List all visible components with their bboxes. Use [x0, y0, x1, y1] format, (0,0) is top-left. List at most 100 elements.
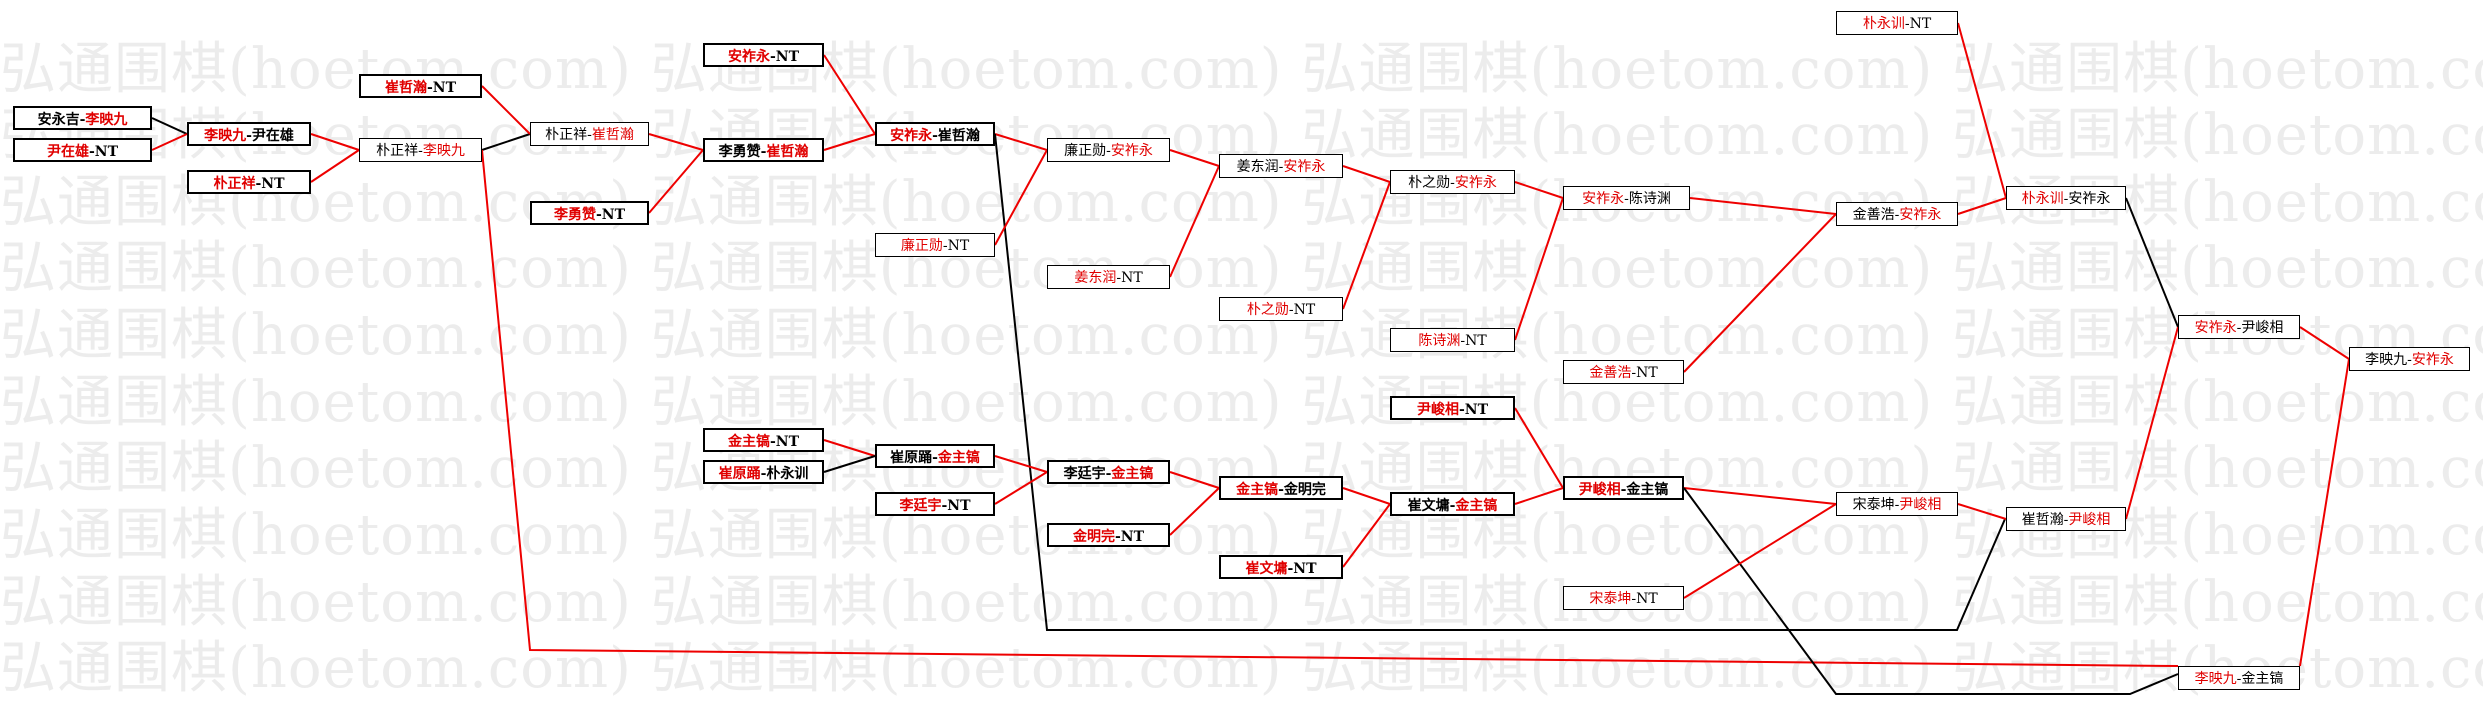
separator: - [418, 143, 423, 159]
bracket-line [1342, 487, 1391, 505]
separator: - [932, 450, 938, 466]
bracket-line [823, 54, 876, 135]
separator: - [587, 127, 592, 143]
match-box: 崔哲瀚-NT [359, 74, 482, 98]
bracket-line [2125, 326, 2179, 520]
match-box: 李勇赞-NT [530, 201, 649, 225]
separator: - [941, 498, 948, 514]
match-box: 姜东润-安祚永 [1219, 154, 1343, 178]
player-name: 崔原踊 [890, 450, 933, 466]
bracket-line [1514, 407, 1564, 489]
separator: - [1460, 333, 1466, 349]
player-name: 朴永训 [766, 466, 809, 482]
player-name: 尹峻相 [1899, 497, 1942, 513]
player-name: 朴正祥 [213, 176, 256, 192]
match-box: 尹在雄-NT [13, 138, 152, 162]
match-box: 李廷宇-NT [875, 492, 995, 516]
player-name: 金主镐 [937, 450, 980, 466]
bracket-line [1169, 149, 1220, 167]
bracket-line [2299, 326, 2350, 360]
player-name: 金主镐 [2241, 671, 2284, 687]
separator: - [1287, 561, 1294, 577]
bracket-line [823, 133, 876, 151]
match-box: 崔哲瀚-尹峻相 [2006, 507, 2126, 531]
player-name: NT [947, 498, 971, 514]
player-name: 安祚永 [2068, 191, 2111, 207]
player-name: 金主镐 [1455, 498, 1498, 514]
player-name: 金善浩 [1589, 365, 1632, 381]
separator: - [760, 144, 767, 160]
match-box: 廉正勋-NT [875, 233, 995, 257]
player-name: NT [775, 434, 800, 450]
match-box: 宋泰坤-NT [1563, 586, 1684, 610]
player-name: 崔哲瀚 [384, 80, 427, 96]
player-name: 安祚永 [2411, 352, 2454, 368]
bracket-line [994, 471, 1048, 505]
player-name: 姜东润 [1236, 159, 1279, 175]
player-name: 朴永训 [2021, 191, 2064, 207]
player-name: 李廷宇 [1063, 466, 1106, 482]
player-name: 崔哲瀚 [937, 128, 980, 144]
separator: - [932, 128, 938, 144]
bracket-line [823, 455, 876, 473]
player-name: 金主镐 [727, 434, 770, 450]
player-name: 宋泰坤 [1589, 591, 1632, 607]
player-name: 安祚永 [1283, 159, 1326, 175]
match-box: 朴正祥-NT [187, 170, 311, 194]
match-box: 金明完-NT [1047, 523, 1170, 547]
separator: - [1458, 402, 1465, 418]
bracket-line [1342, 503, 1391, 568]
separator: - [1278, 159, 1284, 175]
separator: - [1894, 207, 1900, 223]
player-name: 廉正勋 [900, 238, 943, 254]
separator: - [1631, 365, 1637, 381]
player-name: 金明完 [1072, 529, 1115, 545]
separator: - [1904, 16, 1910, 32]
player-name: 李映九 [85, 112, 128, 128]
separator: - [1631, 591, 1637, 607]
player-name: 朴之勋 [1408, 175, 1451, 191]
bracket-line [1514, 487, 1564, 505]
player-name: 李映九 [422, 143, 465, 159]
bracket-line [1169, 165, 1220, 278]
separator: - [760, 466, 767, 482]
bracket-line [481, 85, 531, 135]
player-name: 尹峻相 [1578, 482, 1621, 498]
player-name: 安祚永 [1110, 143, 1153, 159]
separator: - [1105, 466, 1112, 482]
match-box: 安祚永-NT [703, 43, 824, 67]
match-box: 金善浩-安祚永 [1836, 202, 1958, 226]
separator: - [595, 207, 602, 223]
player-name: 尹在雄 [251, 128, 294, 144]
player-name: 崔哲瀚 [591, 127, 634, 143]
bracket-line [994, 149, 1048, 246]
player-name: NT [1465, 333, 1487, 349]
player-name: 崔哲瀚 [766, 144, 809, 160]
player-name: 安祚永 [1899, 207, 1942, 223]
player-name: NT [1464, 402, 1489, 418]
player-name: 金主镐 [1626, 482, 1669, 498]
match-box: 陈诗渊-NT [1390, 328, 1515, 352]
match-box: 安祚永-崔哲瀚 [875, 122, 995, 146]
bracket-line [823, 439, 876, 457]
bracket-line [1683, 487, 1837, 505]
player-name: 廉正勋 [1064, 143, 1107, 159]
match-box: 朴之勋-安祚永 [1390, 170, 1515, 194]
separator: - [426, 80, 433, 96]
player-name: NT [601, 207, 626, 223]
player-name: NT [1293, 561, 1317, 577]
match-box: 金善浩-NT [1563, 360, 1684, 384]
player-name: 尹峻相 [2241, 320, 2284, 336]
player-name: 崔文墉 [1245, 561, 1288, 577]
separator: - [1288, 302, 1294, 318]
bracket-line [1342, 165, 1391, 183]
bracket-line [1957, 503, 2007, 520]
bracket-line [310, 149, 360, 183]
match-box: 李映九-尹在雄 [187, 122, 311, 146]
bracket-line [1957, 22, 2007, 199]
separator: - [1449, 498, 1456, 514]
match-box: 朴正祥-李映九 [359, 138, 482, 162]
bracket-line [1683, 487, 2179, 695]
player-name: NT [1120, 529, 1145, 545]
